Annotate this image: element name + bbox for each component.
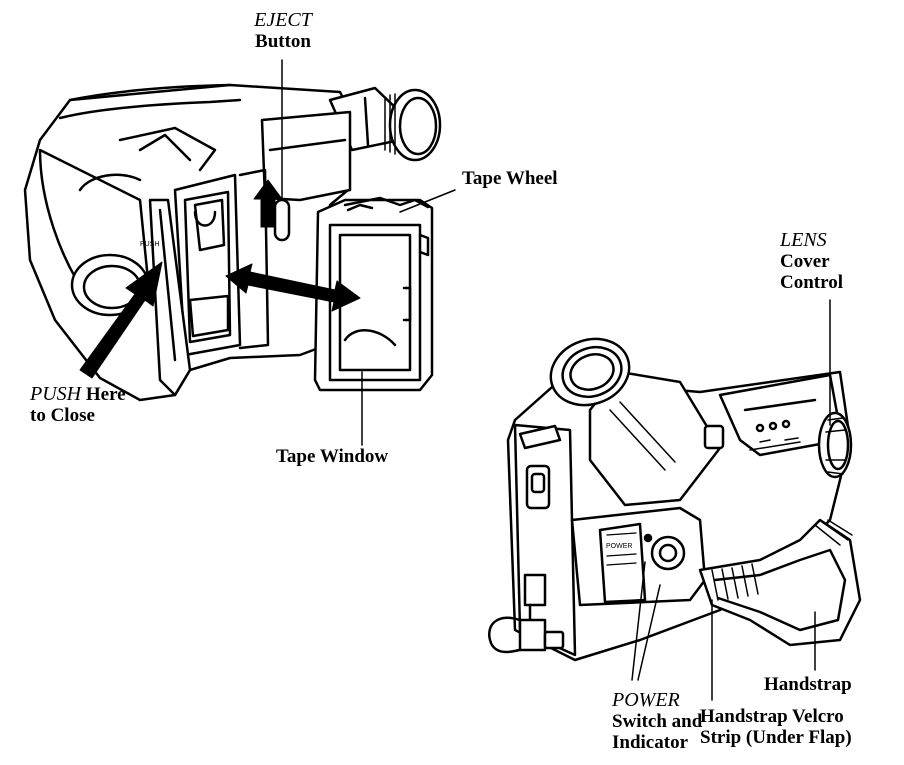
eject-label-line2: Button bbox=[255, 31, 311, 52]
cassette-door bbox=[148, 198, 192, 397]
push-tab-marking: PUSH bbox=[140, 241, 159, 248]
power-label-line1: POWER bbox=[612, 689, 680, 711]
lens-label-line1: LENS bbox=[780, 229, 827, 251]
velcro-label-line1: Handstrap Velcro bbox=[700, 706, 844, 727]
power-label-line3: Indicator bbox=[612, 732, 688, 753]
cassette-tape bbox=[313, 196, 434, 392]
leader-lines-bottom bbox=[631, 299, 831, 701]
eject-label-line1: EJECT bbox=[254, 9, 312, 31]
velcro-strip-label: Handstrap Velcro Strip (Under Flap) bbox=[700, 706, 852, 748]
push-label-rest: Here bbox=[81, 384, 126, 405]
handstrap-label: Handstrap bbox=[764, 674, 852, 695]
handstrap bbox=[698, 518, 862, 647]
lens-cover-control-label: LENS Cover Control bbox=[780, 229, 843, 294]
tape-window-label: Tape Window bbox=[276, 446, 389, 467]
leader-lines-top bbox=[281, 59, 456, 446]
power-panel: POWER bbox=[570, 506, 707, 607]
tape-insert-double-arrow bbox=[225, 263, 361, 312]
camcorder-rear-view: POWER bbox=[487, 337, 862, 662]
camcorder-open-view: PUSH bbox=[23, 83, 442, 402]
push-close-arrow bbox=[79, 261, 163, 379]
lens-label-line2: Cover bbox=[780, 251, 830, 272]
lens-cover-control bbox=[817, 411, 853, 479]
eject-button-label: EJECT Button bbox=[240, 9, 326, 53]
push-label-line2: to Close bbox=[30, 405, 95, 426]
rear-viewfinder bbox=[549, 337, 722, 507]
power-panel-marking: POWER bbox=[606, 543, 632, 550]
eject-slot bbox=[273, 198, 291, 242]
lens-housing bbox=[38, 148, 152, 317]
power-cable bbox=[487, 573, 565, 654]
rear-door-latch bbox=[525, 464, 551, 510]
eject-up-arrow bbox=[253, 179, 283, 228]
power-switch-label: POWER Switch and Indicator bbox=[612, 689, 703, 754]
lens-label-line3: Control bbox=[780, 272, 843, 293]
power-label-line2: Switch and bbox=[612, 711, 703, 732]
push-here-label: PUSH Here to Close bbox=[30, 383, 126, 427]
push-label-word: PUSH bbox=[30, 383, 82, 405]
velcro-label-line2: Strip (Under Flap) bbox=[700, 727, 852, 748]
power-indicator bbox=[643, 533, 653, 543]
tape-wheel-label: Tape Wheel bbox=[462, 168, 558, 189]
